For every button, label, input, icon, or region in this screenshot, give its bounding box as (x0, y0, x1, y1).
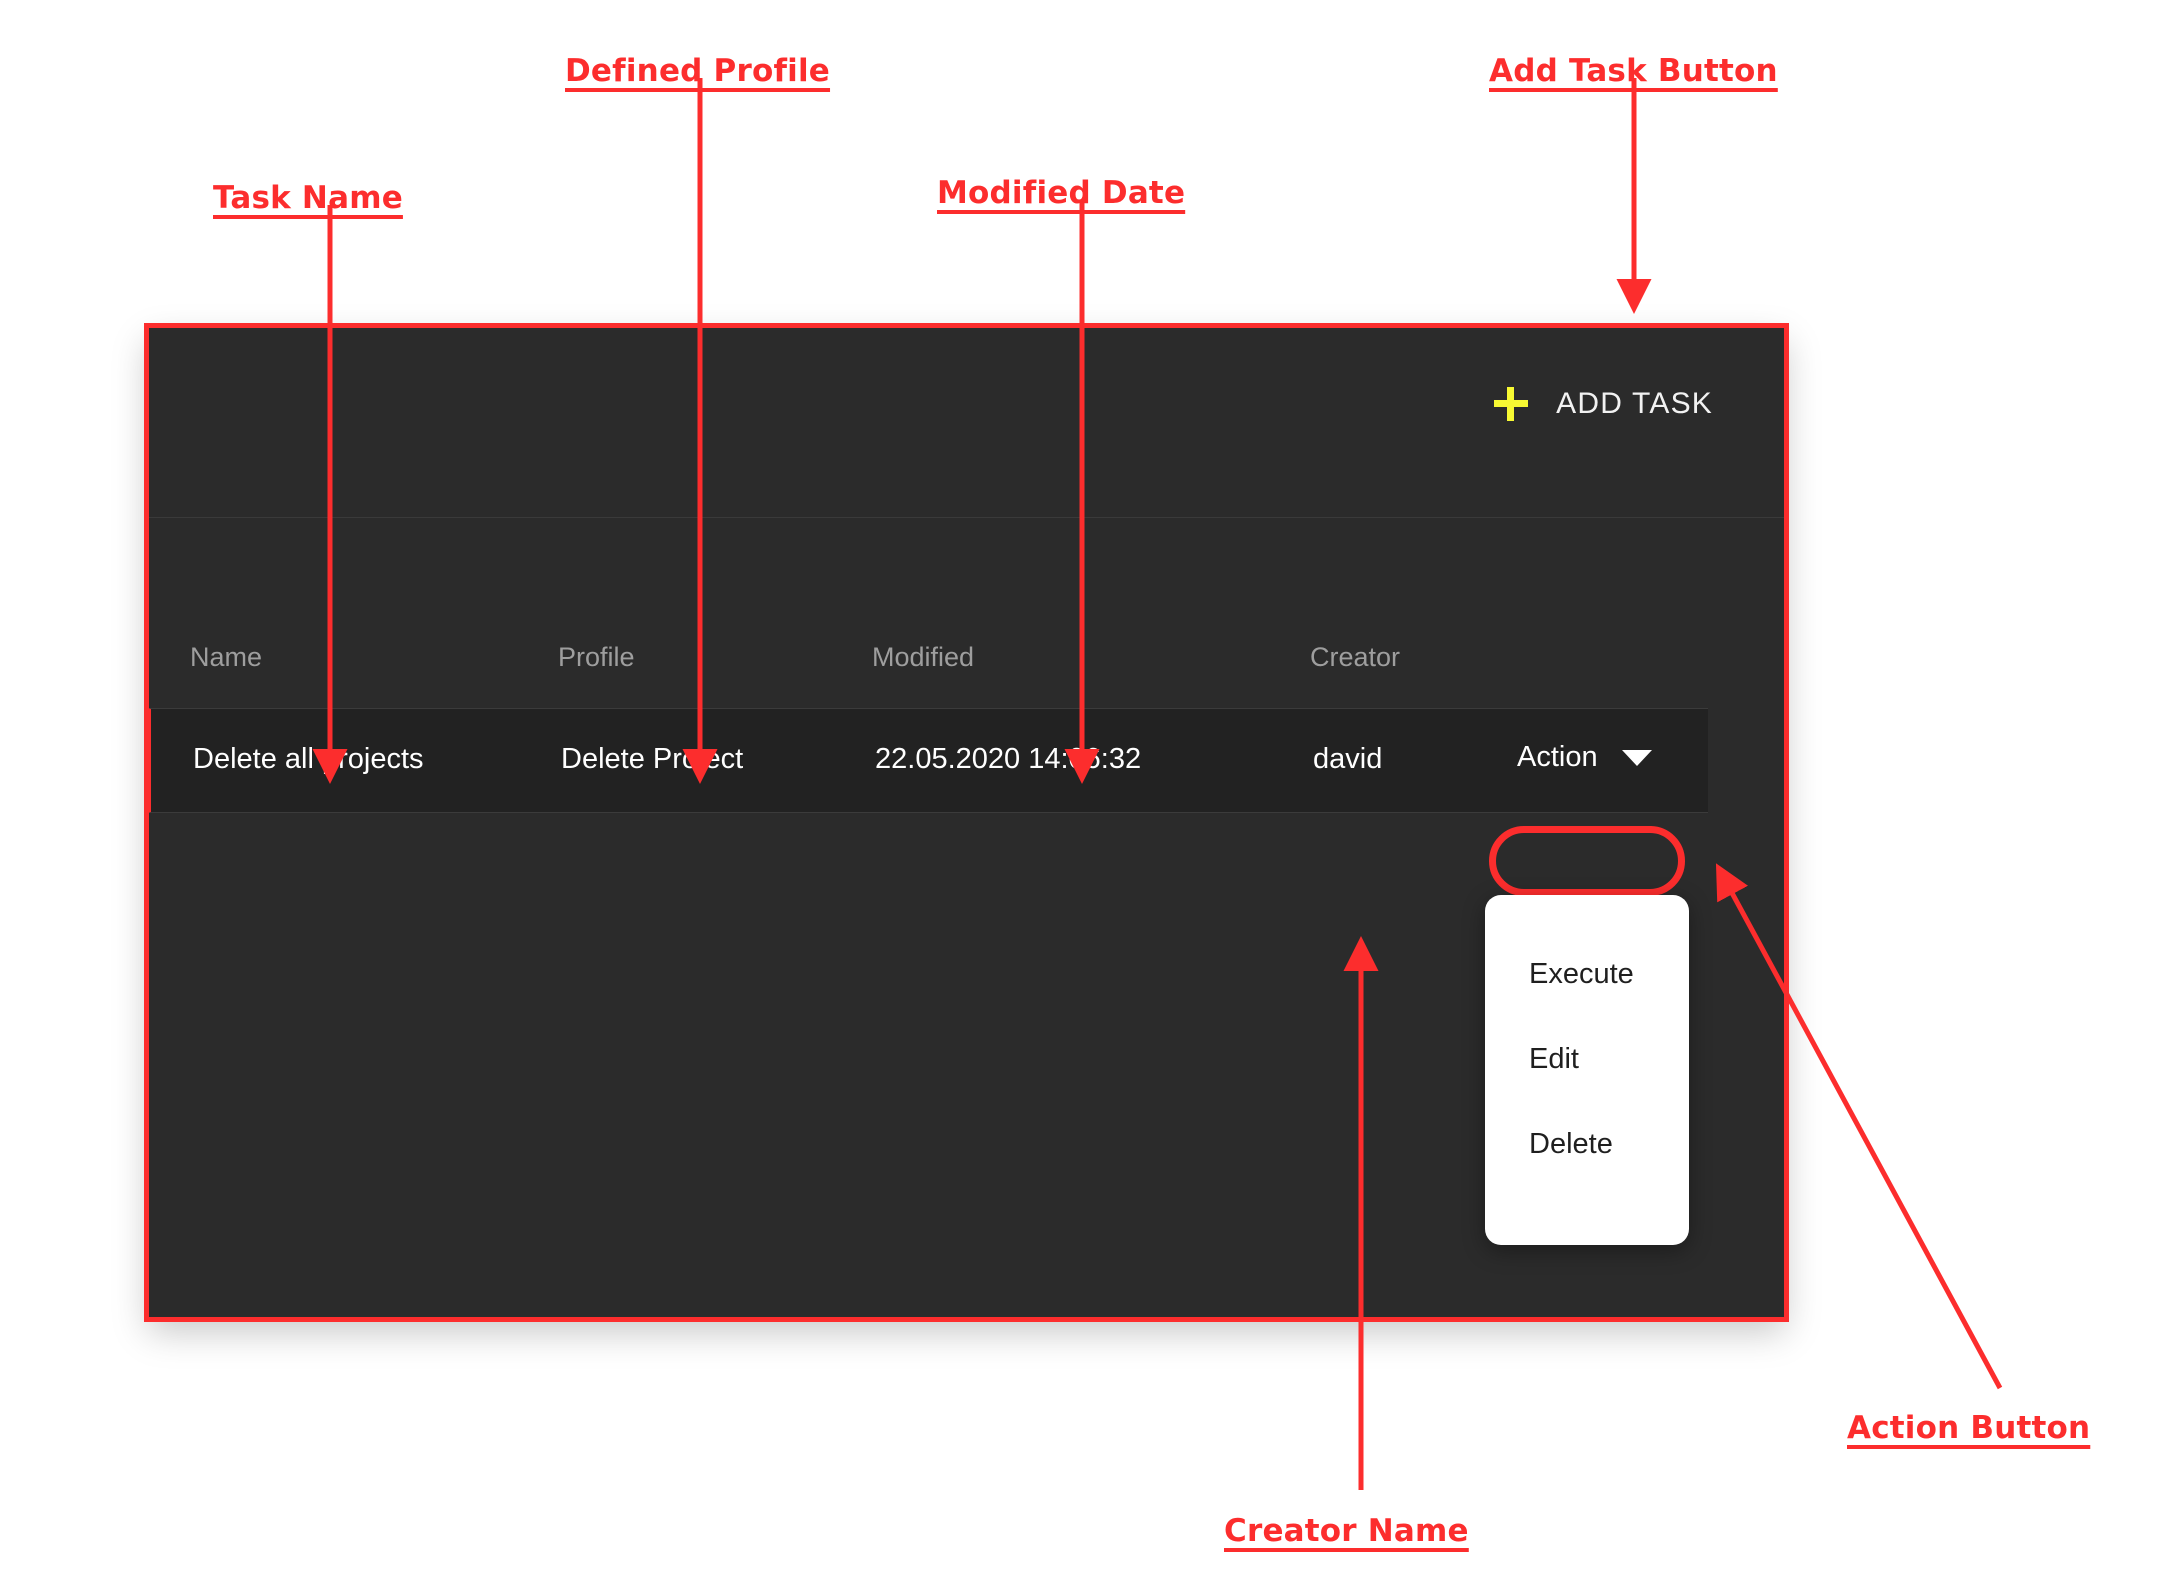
column-header-profile: Profile (558, 642, 635, 672)
cell-creator-name: david (1313, 743, 1383, 775)
annotation-task-name: Task Name (213, 180, 403, 216)
cell-profile: Delete Project (561, 743, 744, 775)
annotation-defined-profile: Defined Profile (565, 53, 831, 89)
column-header-modified: Modified (872, 642, 975, 672)
annotation-creator-name: Creator Name (1224, 1513, 1469, 1549)
add-task-label: ADD TASK (1556, 387, 1713, 420)
column-header-creator: Creator (1310, 642, 1401, 672)
caret-down-icon (1621, 749, 1652, 766)
annotation-modified-date: Modified Date (937, 175, 1186, 211)
panel-toolbar: ADD TASK (148, 327, 1785, 518)
annotation-add-task-button: Add Task Button (1489, 53, 1778, 89)
table-header-row: Name Profile Modified Creator (148, 518, 1785, 708)
action-button[interactable]: Action (1503, 731, 1666, 784)
plus-icon (1494, 387, 1529, 421)
task-manager-panel: ADD TASK Name Profile Modified Creator D… (148, 327, 1785, 1318)
table-row[interactable]: Delete all projects Delete Project 22.05… (148, 708, 1708, 813)
column-header-name: Name (190, 642, 263, 672)
cell-task-name: Delete all projects (193, 743, 424, 775)
menu-item-execute[interactable]: Execute (1529, 958, 1634, 990)
menu-item-edit[interactable]: Edit (1529, 1043, 1579, 1075)
add-task-button[interactable]: ADD TASK (1482, 377, 1725, 431)
action-dropdown-menu[interactable]: Execute Edit Delete (1485, 895, 1689, 1245)
action-button-label: Action (1517, 741, 1598, 773)
tasks-table: Name Profile Modified Creator Delete all… (148, 518, 1785, 813)
menu-item-delete[interactable]: Delete (1529, 1128, 1613, 1160)
annotation-action-button: Action Button (1847, 1410, 2091, 1446)
cell-modified-date: 22.05.2020 14:06:32 (875, 743, 1142, 775)
